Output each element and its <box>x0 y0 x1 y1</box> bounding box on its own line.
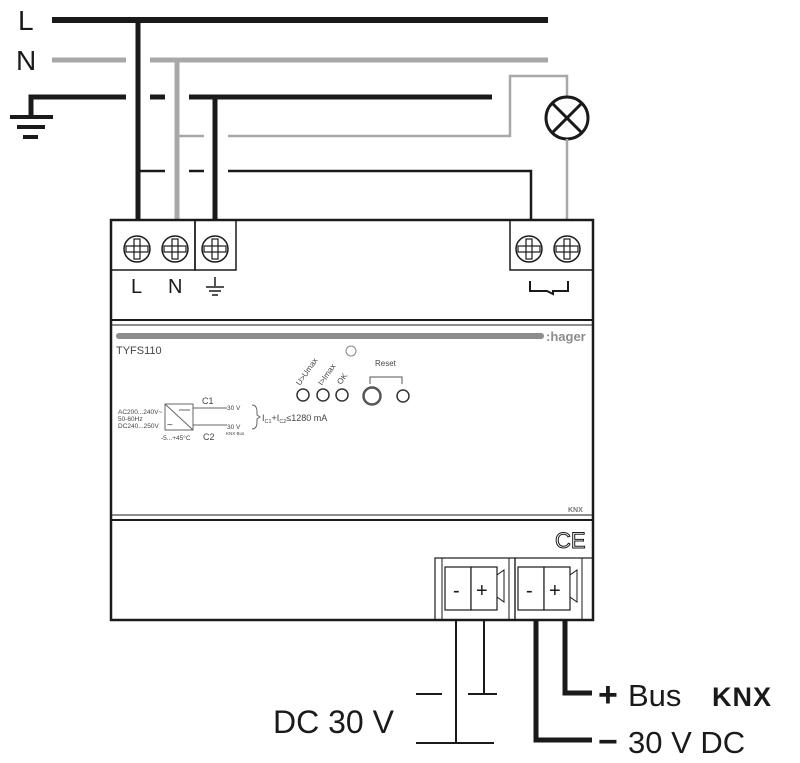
bus-plus-wire <box>562 620 592 696</box>
bus-minus-wire <box>533 620 592 743</box>
normally-open-contact-icon <box>529 281 569 296</box>
screw-relay-2-icon[interactable] <box>553 235 581 263</box>
terminal-block-earth <box>194 219 237 271</box>
dc-out-plus-terminal: + <box>476 580 488 602</box>
knx-plus-terminal: + <box>549 580 561 602</box>
bottom-terminal-blocks <box>434 557 594 621</box>
svg-text:AC200...240V~: AC200...240V~ <box>118 409 162 416</box>
svg-text:30 V: 30 V <box>227 424 241 431</box>
dc-out-minus-terminal: - <box>453 580 460 602</box>
power-supply-schematic: AC200...240V~ 50-60Hz DC240...250V ~ -5.… <box>118 396 327 442</box>
svg-text:C2: C2 <box>203 432 215 442</box>
svg-text:KNX Bus: KNX Bus <box>226 431 245 436</box>
dc-30v-label: DC 30 V <box>273 704 395 740</box>
terminal-n-label: N <box>168 276 182 298</box>
model-label: TYFS110 <box>116 345 162 357</box>
dc-out-label: 30 V DC <box>628 725 745 760</box>
knx-logo: KNX <box>568 507 583 514</box>
device-housing <box>109 218 595 622</box>
i-max-led <box>316 388 330 402</box>
svg-text:50-60Hz: 50-60Hz <box>118 416 143 423</box>
ce-mark: CE <box>555 528 586 553</box>
neutral-lamp-wire <box>228 74 569 138</box>
brand-bar <box>116 333 544 339</box>
bus-plus-sign: + <box>598 676 618 714</box>
svg-text:DC240...250V: DC240...250V <box>118 423 159 430</box>
neutral-line-label: N <box>16 45 36 76</box>
status-led <box>345 345 357 357</box>
screw-relay-1-icon[interactable] <box>515 235 543 263</box>
knx-minus-terminal: - <box>526 580 533 602</box>
terminal-block-relay <box>509 219 594 271</box>
reset-label: Reset <box>375 359 397 368</box>
reset-button[interactable] <box>362 386 382 406</box>
svg-text:30 V: 30 V <box>227 405 241 412</box>
svg-text:~: ~ <box>167 420 173 431</box>
reset-led <box>396 389 410 403</box>
earth-ground-icon <box>10 94 126 139</box>
ok-led <box>335 388 349 402</box>
terminal-earth-icon <box>206 277 224 296</box>
svg-text:C1: C1 <box>202 396 214 406</box>
u-max-led <box>296 388 310 402</box>
dc-minus-sign: − <box>598 723 618 761</box>
screw-earth-icon[interactable] <box>201 235 229 263</box>
phase-relay-wire <box>228 169 533 220</box>
bus-label: Bus <box>628 678 681 713</box>
bus-knx-brand: KNX <box>712 682 772 712</box>
brand-logo: :hager <box>546 329 586 344</box>
screw-n-icon[interactable] <box>161 235 189 263</box>
screw-l-icon[interactable] <box>123 235 151 263</box>
phase-line-label: L <box>18 5 34 36</box>
lamp-icon <box>544 95 590 141</box>
terminal-l-label: L <box>131 276 142 298</box>
svg-text:IC1+IC2≤1280 mA: IC1+IC2≤1280 mA <box>262 413 327 425</box>
svg-text:-5...+45°C: -5...+45°C <box>161 434 191 442</box>
